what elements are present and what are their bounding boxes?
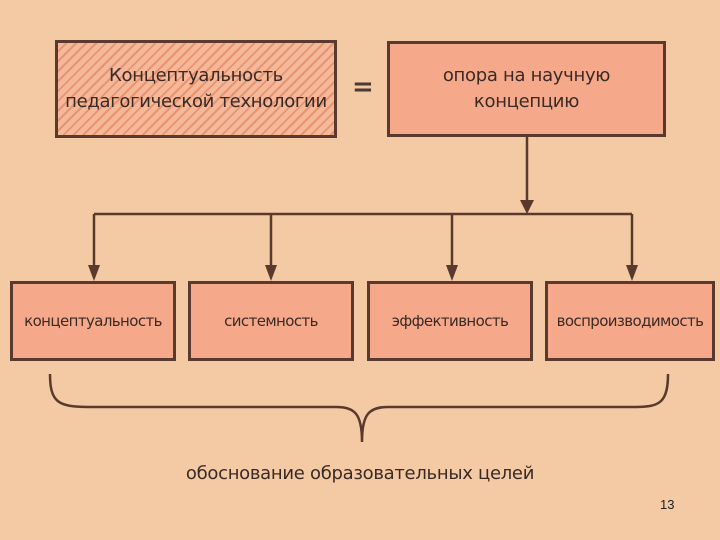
definition-box-label: опора на научную концепцию [442, 63, 611, 115]
concept-box: Концептуальность педагогической технолог… [55, 40, 337, 138]
page-number: 13 [660, 497, 675, 512]
arrowhead-3 [446, 265, 458, 281]
equals-sign: = [352, 72, 374, 102]
arrowhead-2 [265, 265, 277, 281]
item-box-4: воспроизводимость [545, 281, 715, 361]
item-box-3: эффективность [367, 281, 533, 361]
item-box-2: системность [188, 281, 354, 361]
item-box-1: концептуальность [10, 281, 176, 361]
concept-box-line1: Концептуальность [109, 65, 283, 86]
footer-brace [48, 373, 670, 443]
definition-box: опора на научную концепцию [387, 41, 666, 137]
item-label-1: концептуальность [24, 312, 162, 330]
main-arrowhead [520, 200, 534, 214]
concept-box-line2: педагогической технологии [65, 91, 327, 112]
item-label-3: эффективность [391, 312, 509, 330]
arrowhead-1 [88, 265, 100, 281]
item-label-2: системность [224, 312, 318, 330]
definition-box-line1: опора на научную [442, 65, 611, 86]
arrowhead-4 [626, 265, 638, 281]
concept-box-label: Концептуальность педагогической технолог… [65, 63, 327, 115]
item-label-4: воспроизводимость [556, 312, 704, 330]
goals-label: обоснование образовательных целей [185, 463, 535, 484]
definition-box-line2: концепцию [473, 91, 580, 112]
